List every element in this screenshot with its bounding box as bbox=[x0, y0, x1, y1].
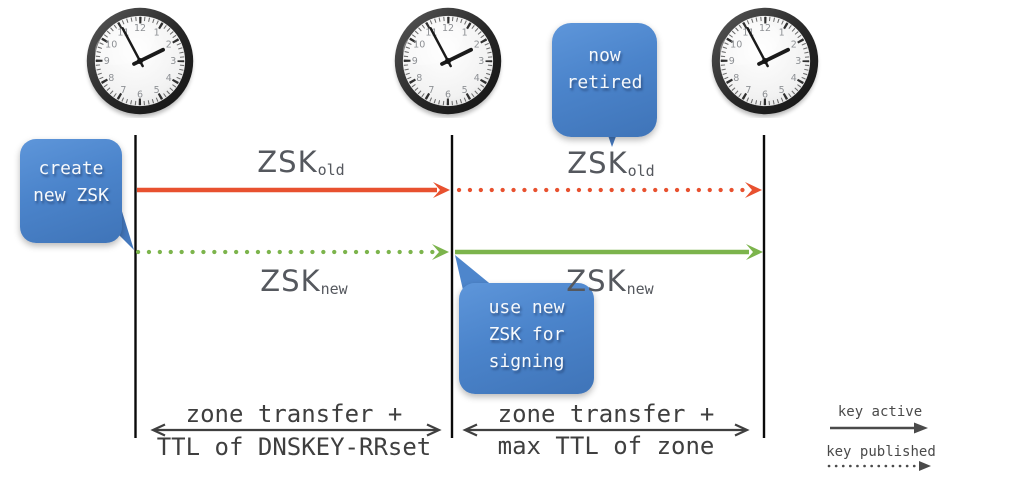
bubble-line: use new bbox=[488, 297, 565, 318]
bubble-line: ZSK for bbox=[488, 324, 565, 345]
create-new-zsk-bubble: create new ZSK bbox=[20, 139, 122, 243]
measure-left-bottom-label: TTL of DNSKEY-RRset bbox=[156, 433, 432, 461]
measure-arrow-left bbox=[150, 423, 442, 437]
measure-left-top-label: zone transfer + bbox=[185, 400, 403, 428]
zsk-old-published-arrow bbox=[456, 182, 762, 198]
use-new-bubble-tail bbox=[455, 255, 494, 290]
legend-active-label: key active bbox=[837, 404, 923, 420]
zsk-old-active-arrow bbox=[137, 182, 450, 198]
measure-right-top-label: zone transfer + bbox=[497, 400, 715, 428]
now-retired-bubble: now retired bbox=[552, 23, 657, 137]
bubble-line: new ZSK bbox=[33, 185, 109, 206]
bubble-line: retired bbox=[566, 72, 643, 93]
bubble-line: now bbox=[588, 45, 621, 66]
measure-arrow-right bbox=[462, 423, 750, 437]
bubble-line: signing bbox=[488, 351, 565, 372]
use-new-zsk-bubble: use new ZSK for signing bbox=[459, 283, 594, 394]
legend-published-arrow bbox=[827, 461, 931, 471]
legend-active-arrow bbox=[830, 422, 928, 434]
zsk-new-published-arrow bbox=[135, 244, 449, 260]
bubble-line: create bbox=[38, 158, 104, 179]
legend-published-label: key published bbox=[826, 444, 936, 460]
zsk-new-active-arrow bbox=[455, 244, 763, 260]
measure-right-bottom-label: max TTL of zone bbox=[497, 432, 715, 460]
